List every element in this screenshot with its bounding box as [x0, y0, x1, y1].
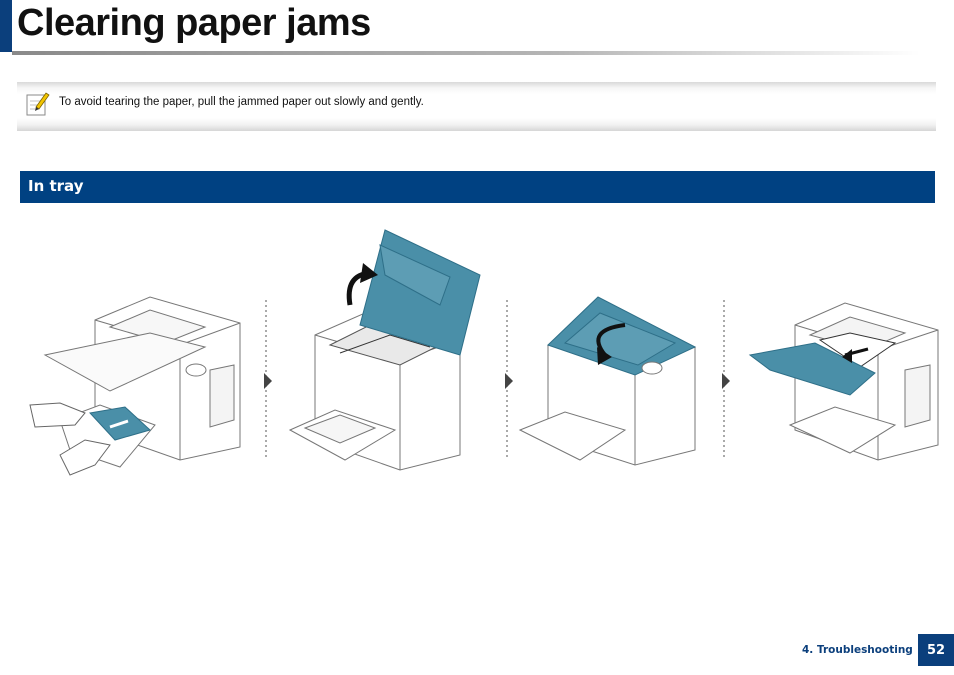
footer-chapter: 4. Troubleshooting	[802, 644, 913, 656]
title-accent-bar	[0, 0, 12, 52]
note-box	[17, 82, 936, 131]
title-rule	[12, 51, 920, 55]
note-pencil-icon	[26, 92, 50, 116]
section-title: In tray	[28, 177, 84, 195]
printer-pull-paper-from-tray-icon	[29, 296, 241, 476]
note-text: To avoid tearing the paper, pull the jam…	[59, 96, 424, 108]
printer-remove-paper-from-output-icon	[748, 302, 939, 461]
section-band	[20, 171, 935, 203]
printer-open-top-cover-icon	[288, 229, 481, 471]
illustration-steps	[29, 229, 939, 476]
page-title: Clearing paper jams	[17, 2, 371, 44]
page-number: 52	[918, 634, 954, 666]
printer-close-top-cover-icon	[518, 296, 697, 466]
